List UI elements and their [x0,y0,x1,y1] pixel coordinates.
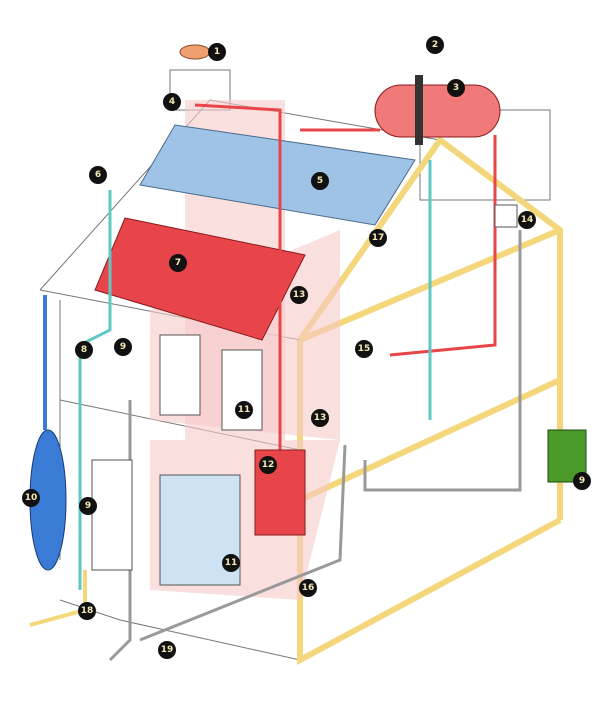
marker-1: 1 [208,43,226,61]
marker-16: 16 [299,579,317,597]
marker-8: 8 [75,341,93,359]
marker-7: 7 [169,254,187,272]
marker-12: 12 [259,456,277,474]
marker-9: 9 [79,497,97,515]
washing-machine [494,204,518,228]
marker-19: 19 [158,641,176,659]
marker-4: 4 [163,93,181,111]
solar-thermal-panels [94,217,306,341]
marker-3: 3 [447,79,465,97]
marker-13: 13 [290,286,308,304]
marker-9: 9 [573,472,591,490]
marker-9: 9 [114,338,132,356]
marker-6: 6 [89,166,107,184]
marker-10: 10 [22,489,40,507]
roof-vent-cowl [179,44,211,60]
marker-17: 17 [369,229,387,247]
marker-18: 18 [78,602,96,620]
marker-5: 5 [311,172,329,190]
marker-13: 13 [311,409,329,427]
hot-water-tank [374,84,501,138]
pv-panels [139,124,416,226]
marker-15: 15 [355,340,373,358]
marker-14: 14 [518,211,536,229]
marker-11: 11 [222,554,240,572]
marker-11: 11 [235,401,253,419]
marker-2: 2 [426,36,444,54]
